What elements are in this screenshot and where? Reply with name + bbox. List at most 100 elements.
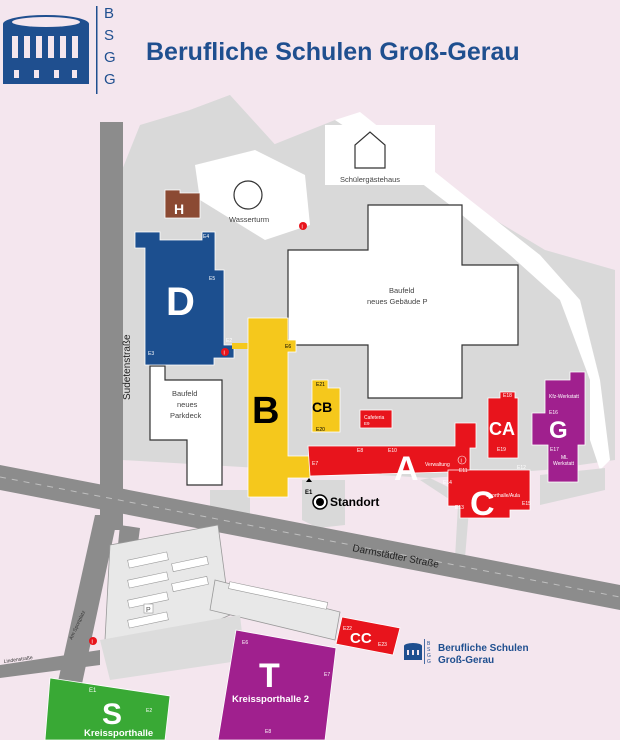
baufeld-p-label-2: neues Gebäude P xyxy=(367,297,427,306)
standort-marker[interactable]: Standort xyxy=(306,478,379,510)
logo-letter-2: S xyxy=(104,27,114,44)
kfz-werkstatt-label: Kfz-Werkstatt xyxy=(549,394,580,400)
entrance-e14: E14 xyxy=(443,480,452,486)
building-b[interactable]: B xyxy=(247,317,311,498)
parking-label: P xyxy=(146,607,151,614)
entrance-e21: E21 xyxy=(316,382,325,388)
entrance-e1-main: E1 xyxy=(305,490,313,496)
entrance-labels: E1 E2 E3 E4 E5 E6 E7 E8 E10 E11 E12 E13 … xyxy=(89,234,559,735)
entrance-e15: E15 xyxy=(522,501,531,507)
building-h[interactable]: H xyxy=(164,189,201,219)
street-label-sudetenstrasse: Sudetenstraße xyxy=(122,334,133,400)
entrance-e17: E17 xyxy=(550,447,559,453)
entrance-e7: E7 xyxy=(312,461,318,467)
building-g[interactable]: G Kfz-Werkstatt ML Werkstatt xyxy=(531,371,586,483)
info-icon[interactable]: i xyxy=(299,222,307,231)
building-s[interactable]: S Kreissporthalle xyxy=(44,677,171,740)
logo-letter-3: G xyxy=(104,49,116,66)
info-icon[interactable]: i xyxy=(221,348,229,357)
svg-text:i: i xyxy=(461,459,462,465)
entrance-e19: E19 xyxy=(497,447,506,453)
svg-text:i: i xyxy=(92,640,93,646)
building-a[interactable]: A Verwaltung xyxy=(307,422,479,488)
header: B S G G Berufliche Schulen Groß-Gerau xyxy=(3,5,520,94)
ml-werkstatt-label-1: ML xyxy=(561,455,568,461)
wasserturm-icon xyxy=(233,180,263,210)
parking-sign xyxy=(143,603,154,614)
cafeteria-label: Cafeteria xyxy=(364,415,385,421)
building-s-name: Kreissporthalle xyxy=(84,728,153,739)
schuelergaestehaus[interactable]: Schülergästehaus xyxy=(340,131,400,184)
entrance-e5: E5 xyxy=(209,276,215,282)
logo-letter-1: B xyxy=(104,5,114,22)
wasserturm[interactable]: Wasserturm xyxy=(229,180,269,224)
entrance-e23: E23 xyxy=(378,642,387,648)
baufeld-parkdeck-footprint xyxy=(149,365,223,486)
building-cb-label: CB xyxy=(312,399,332,415)
building-ca[interactable]: CA xyxy=(487,391,519,459)
entrance-e20: E20 xyxy=(316,427,325,433)
entrance-e12: E12 xyxy=(517,465,526,471)
entrance-e22: E22 xyxy=(343,626,352,632)
building-ca-label: CA xyxy=(489,419,515,439)
school-logo[interactable]: B S G G xyxy=(3,5,116,94)
verwaltung-label: Verwaltung xyxy=(425,462,450,468)
building-cc[interactable]: CC xyxy=(335,616,401,656)
building-a-label: A xyxy=(394,450,419,488)
building-b-label: B xyxy=(252,390,279,432)
building-d[interactable]: D xyxy=(134,231,235,366)
entrance-e3: E3 xyxy=(148,351,154,357)
entrance-e18: E18 xyxy=(503,393,512,399)
schuelergaestehaus-label: Schülergästehaus xyxy=(340,175,400,184)
building-t[interactable]: T Kreissporthalle 2 xyxy=(217,629,337,740)
entrance-e1-s: E1 xyxy=(89,688,97,694)
building-c[interactable]: C Sporthalle/Aula xyxy=(447,469,531,523)
info-markers: i i i i xyxy=(89,222,467,646)
cafeteria[interactable]: Cafeteria E9 xyxy=(359,409,393,429)
entrance-e6: E6 xyxy=(285,344,291,350)
cafeteria-entrance: E9 xyxy=(364,421,370,426)
street-label-lindenstrasse: Lindenstraße xyxy=(3,655,33,665)
svg-text:i: i xyxy=(224,351,225,357)
entrance-e13: E13 xyxy=(455,505,464,511)
baufeld-parkdeck-label-2: neues xyxy=(177,400,198,409)
arrow-up-icon xyxy=(306,478,312,482)
building-t-label: T xyxy=(259,657,280,695)
baufeld-p-label-1: Baufeld xyxy=(389,286,414,295)
building-s-label: S xyxy=(102,698,122,731)
baufeld-parkdeck-label-3: Parkdeck xyxy=(170,411,202,420)
info-icon[interactable]: i xyxy=(457,455,467,465)
small-school-logo[interactable]: B S G G Berufliche Schulen Groß-Gerau xyxy=(404,639,529,666)
parking-area: P xyxy=(100,524,341,680)
svg-text:i: i xyxy=(302,225,303,231)
building-cc-label: CC xyxy=(350,630,372,647)
small-logo-line-1: Berufliche Schulen xyxy=(438,643,529,654)
building-c-label: C xyxy=(470,485,495,523)
building-t-name: Kreissporthalle 2 xyxy=(232,694,309,705)
building-cb[interactable]: CB xyxy=(311,379,341,433)
entrance-e8: E8 xyxy=(357,448,363,454)
small-logo-letter-2: S xyxy=(427,647,431,653)
entrance-e16: E16 xyxy=(549,410,558,416)
small-logo-letter-1: B xyxy=(427,641,431,647)
ml-werkstatt-label-2: Werkstatt xyxy=(553,461,575,467)
entrance-e8-t: E8 xyxy=(265,729,271,735)
entrance-e10: E10 xyxy=(388,448,397,454)
sudetenstrasse-road xyxy=(100,122,123,530)
entrance-e2-s: E2 xyxy=(146,708,152,714)
building-d-label: D xyxy=(166,280,195,324)
entrance-e7-t: E7 xyxy=(324,672,330,678)
info-icon[interactable]: i xyxy=(89,637,97,646)
small-logo-letter-3: G xyxy=(427,653,431,659)
building-h-label: H xyxy=(174,201,184,217)
sporthalle-aula-label: Sporthalle/Aula xyxy=(486,493,520,499)
baufeld-p-footprint xyxy=(287,204,519,399)
baufeld-parkdeck-label-1: Baufeld xyxy=(172,389,197,398)
small-logo-letter-4: G xyxy=(427,659,431,665)
wasserturm-label: Wasserturm xyxy=(229,215,269,224)
entrance-e11: E11 xyxy=(459,468,468,474)
standort-label: Standort xyxy=(330,495,379,509)
entrance-e6-t: E6 xyxy=(242,640,248,646)
logo-letter-4: G xyxy=(104,71,116,88)
